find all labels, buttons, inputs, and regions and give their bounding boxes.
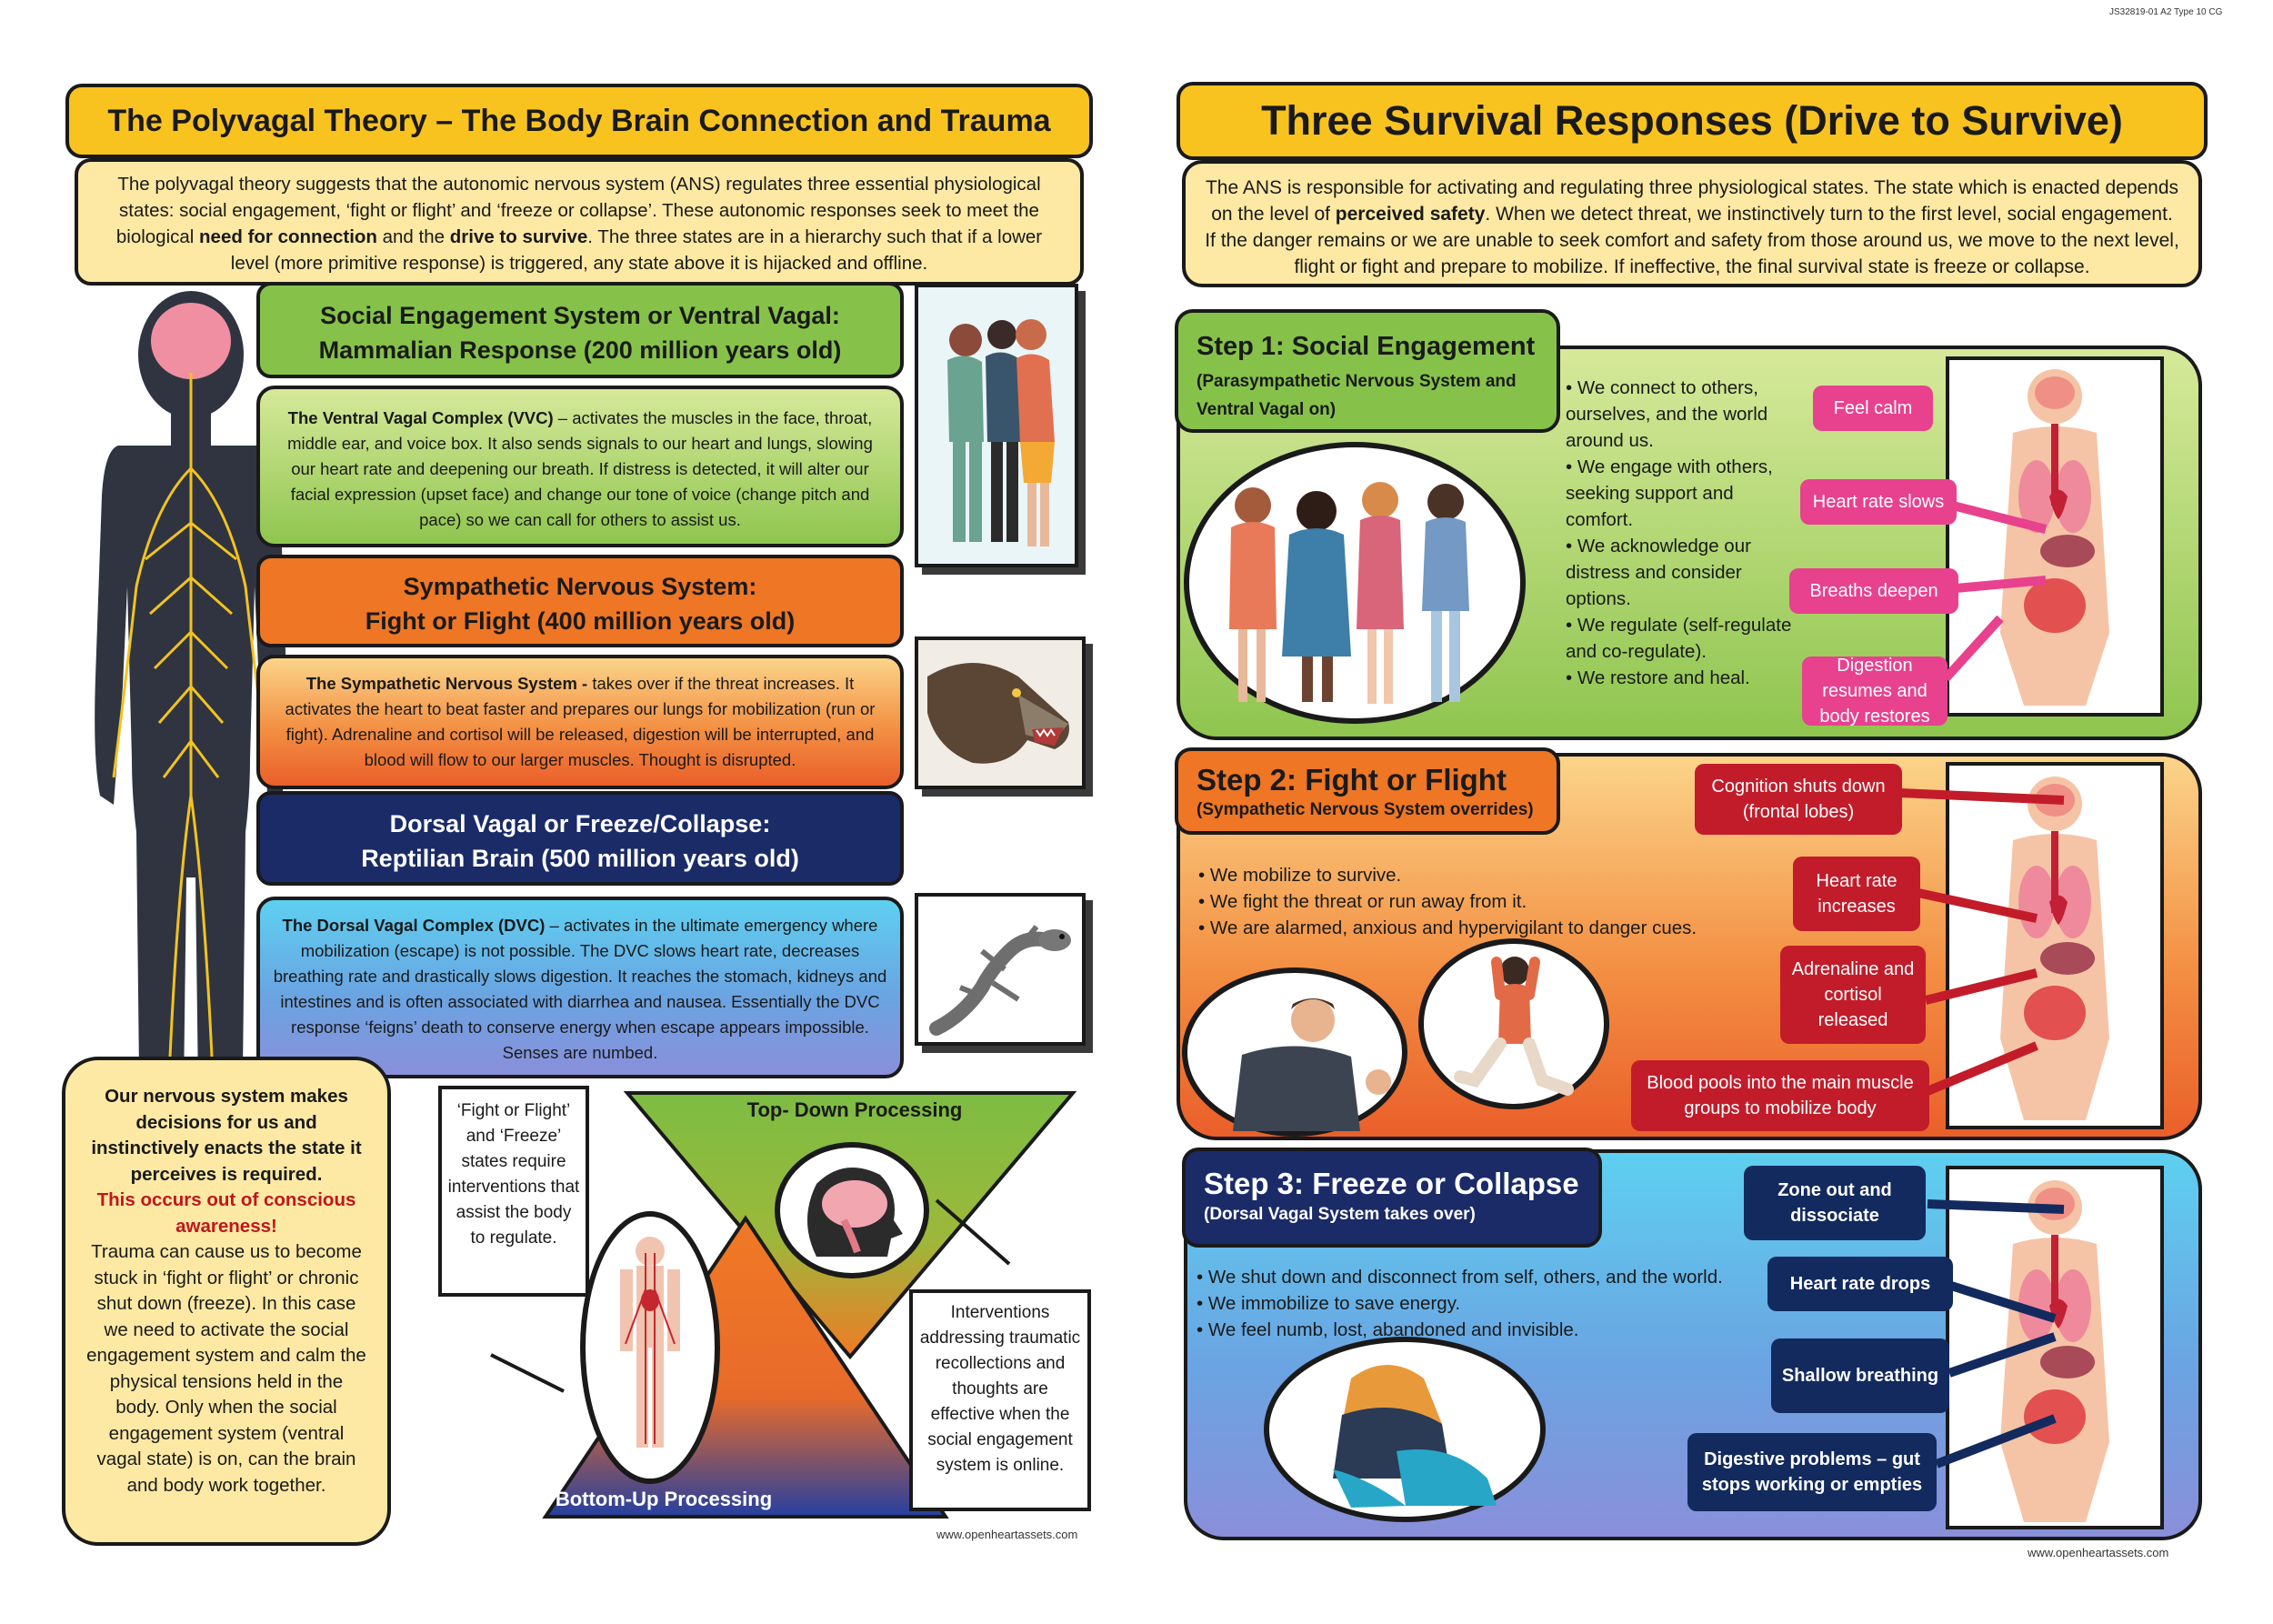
breaths-deepen-tag: Breaths deepen: [1789, 568, 1958, 614]
step1-subtitle: (Parasympathetic Nervous System and Vent…: [1197, 372, 1517, 419]
sympathetic-heading: Sympathetic Nervous System: Fight or Fli…: [256, 555, 904, 647]
running-man-image: [1418, 938, 1609, 1109]
step1-pointer-lines: [1946, 499, 2048, 682]
supportive-group-image: [1184, 442, 1526, 724]
step1-body-diagram: [1946, 356, 2164, 717]
circulatory-system-image: [580, 1211, 720, 1484]
nervous-system-figure: [95, 291, 287, 1232]
step2-pointer-lines: [1900, 788, 2065, 1096]
step1-bullets: • We connect to others, ourselves, and t…: [1566, 377, 1792, 688]
zone-out-tag: Zone out and dissociate: [1744, 1166, 1926, 1240]
step3-bullets: • We shut down and disconnect from self,…: [1197, 1267, 1723, 1340]
heart-rate-increases-tag: Heart rate increases: [1793, 857, 1920, 931]
interventions-note: Interventions addressing traumatic recol…: [909, 1289, 1091, 1511]
survival-intro: The ANS is responsible for activating an…: [1182, 160, 2202, 287]
left-title-banner: The Polyvagal Theory – The Body Brain Co…: [65, 84, 1093, 158]
sympathetic-description: The Sympathetic Nervous System - takes o…: [256, 655, 904, 789]
document-code: JS32819-01 A2 Type 10 CG: [2109, 7, 2223, 17]
step3-subtitle: (Dorsal Vagal System takes over): [1204, 1205, 1476, 1224]
right-title-banner: Three Survival Responses (Drive to Survi…: [1177, 82, 2208, 160]
step1-title: Step 1: Social Engagement: [1197, 332, 1536, 361]
step3-title: Step 3: Freeze or Collapse: [1204, 1167, 1579, 1200]
step2-title: Step 2: Fight or Flight: [1197, 763, 1507, 797]
shallow-breathing-tag: Shallow breathing: [1771, 1338, 1949, 1413]
nervous-system-note: Our nervous system makes decisions for u…: [62, 1057, 391, 1546]
adrenaline-cortisol-tag: Adrenaline and cortisol released: [1780, 946, 1926, 1044]
sad-woman-image: [1264, 1337, 1546, 1522]
step2-bullets: • We mobilize to survive. • We fight the…: [1198, 865, 1697, 938]
feel-calm-tag: Feel calm: [1813, 386, 1933, 431]
step3-body-diagram: [1946, 1166, 2164, 1529]
step2-subtitle: (Sympathetic Nervous System overrides): [1197, 800, 1534, 819]
heart-rate-slows-tag: Heart rate slows: [1800, 479, 1957, 525]
hugging-friends-image: [915, 284, 1078, 567]
step3-pointer-lines: [1927, 1199, 2065, 1469]
right-website: www.openheartassets.com: [2028, 1546, 2169, 1559]
polyvagal-intro: The polyvagal theory suggests that the a…: [75, 158, 1084, 286]
left-title: The Polyvagal Theory – The Body Brain Co…: [107, 103, 1051, 138]
social-engagement-heading: Social Engagement System or Ventral Vaga…: [256, 282, 904, 378]
angry-man-image: [1182, 967, 1407, 1137]
gecko-image: [915, 893, 1086, 1046]
cognition-shuts-down-tag: Cognition shuts down (frontal lobes): [1695, 764, 1902, 835]
right-title: Three Survival Responses (Drive to Survi…: [1261, 97, 2123, 144]
left-website: www.openheartassets.com: [936, 1528, 1078, 1541]
blood-pools-tag: Blood pools into the main muscle groups …: [1631, 1060, 1929, 1131]
top-down-label: Top- Down Processing: [746, 1098, 963, 1121]
digestive-problems-tag: Digestive problems – gut stops working o…: [1687, 1433, 1937, 1511]
step1-header: Step 1: Social Engagement (Parasympathet…: [1175, 309, 1560, 433]
dorsal-vagal-heading: Dorsal Vagal or Freeze/Collapse: Reptili…: [256, 791, 904, 886]
fight-freeze-note: ‘Fight or Flight’ and ‘Freeze’ states re…: [438, 1086, 589, 1297]
ventral-vagal-description: The Ventral Vagal Complex (VVC) – activa…: [256, 386, 904, 547]
step2-header: Step 2: Fight or Flight (Sympathetic Ner…: [1175, 747, 1560, 835]
step3-header: Step 3: Freeze or Collapse (Dorsal Vagal…: [1182, 1148, 1602, 1248]
digestion-resumes-tag: Digestion resumes and body restores: [1802, 656, 1948, 727]
bottom-up-label: Bottom-Up Processing: [555, 1488, 773, 1510]
dorsal-vagal-description: The Dorsal Vagal Complex (DVC) – activat…: [256, 897, 904, 1078]
heart-rate-drops-tag: Heart rate drops: [1767, 1257, 1953, 1311]
brain-head-image: [775, 1142, 929, 1278]
snarling-wolf-image: [915, 637, 1086, 789]
